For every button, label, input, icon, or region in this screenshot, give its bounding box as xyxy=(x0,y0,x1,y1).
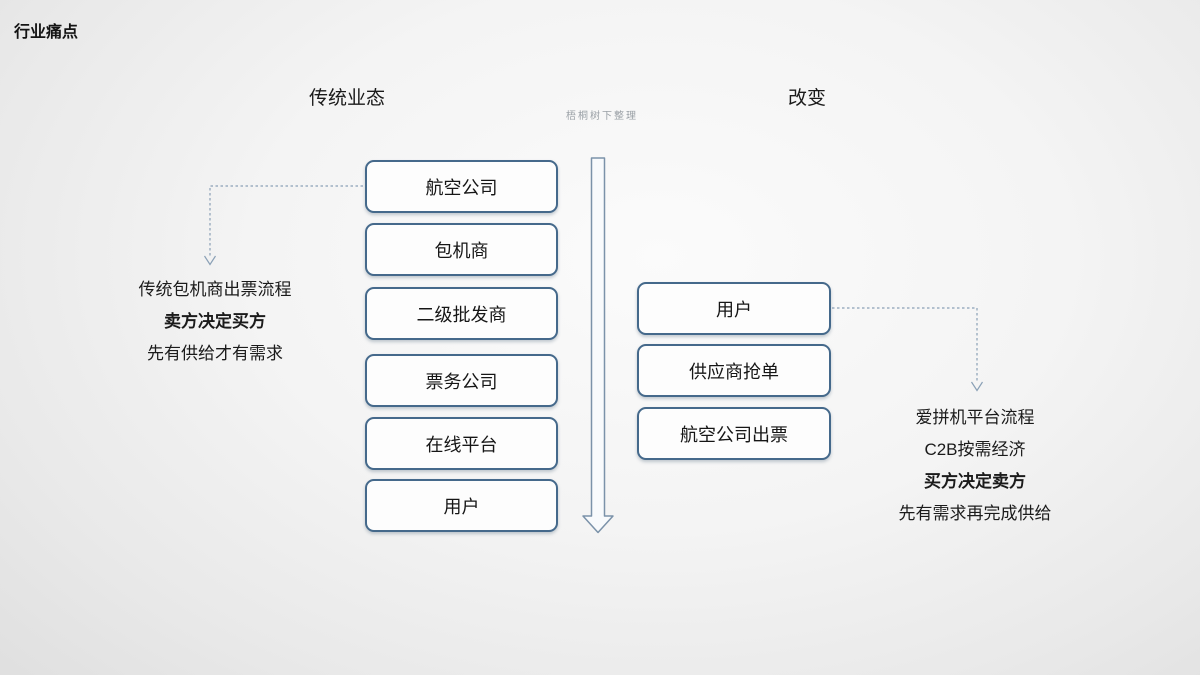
flow-box-online-platform: 在线平台 xyxy=(365,417,558,470)
flow-box-wholesaler: 二级批发商 xyxy=(365,287,558,340)
left-dashed-connector-arrow xyxy=(203,185,368,266)
right-note-line3: 买方决定卖方 xyxy=(924,472,1026,491)
flow-box-airline-ticketing: 航空公司出票 xyxy=(637,407,831,460)
flow-box-user-right: 用户 xyxy=(637,282,831,335)
flow-box-airline: 航空公司 xyxy=(365,160,558,213)
right-column-header: 改变 xyxy=(787,88,826,109)
flow-box-supplier-grab: 供应商抢单 xyxy=(637,344,831,397)
left-column-header: 传统业态 xyxy=(308,88,385,109)
right-note-line2: C2B按需经济 xyxy=(924,440,1026,459)
watermark-text: 梧桐树下整理 xyxy=(566,111,638,122)
left-note-line2: 卖方决定买方 xyxy=(164,312,266,331)
flow-box-user-left: 用户 xyxy=(365,479,558,532)
flow-box-charter-operator: 包机商 xyxy=(365,223,558,276)
right-note: 爱拼机平台流程 C2B按需经济 买方决定卖方 先有需求再完成供给 xyxy=(845,402,1105,530)
right-note-line4: 先有需求再完成供给 xyxy=(898,504,1052,523)
left-note-line3: 先有供给才有需求 xyxy=(147,344,283,363)
page-title: 行业痛点 xyxy=(14,24,79,41)
right-dashed-connector-arrow xyxy=(832,307,984,392)
big-down-arrow xyxy=(582,157,614,534)
flow-box-ticketing-company: 票务公司 xyxy=(365,354,558,407)
right-note-line1: 爱拼机平台流程 xyxy=(915,408,1035,427)
left-note: 传统包机商出票流程 卖方决定买方 先有供给才有需求 xyxy=(85,274,345,370)
left-note-line1: 传统包机商出票流程 xyxy=(138,280,292,299)
